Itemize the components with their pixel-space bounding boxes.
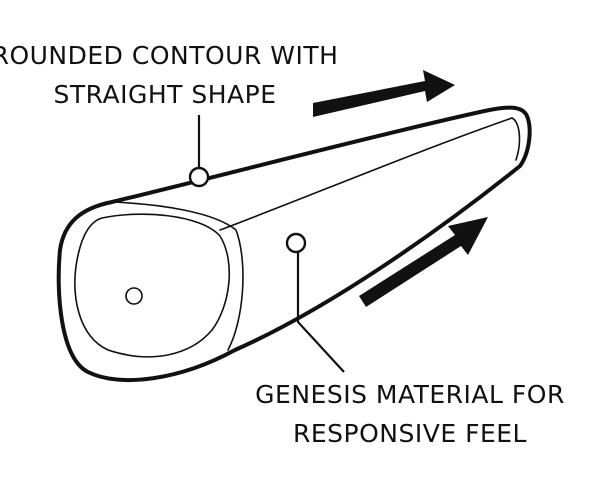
tip-end-face — [511, 117, 521, 161]
leader-bottom — [285, 232, 345, 373]
callout-bottom: GENESIS MATERIAL FOR RESPONSIVE FEEL — [255, 380, 565, 448]
butt-end-rim — [111, 201, 244, 351]
grip-illustration — [56, 105, 532, 383]
arrow-upper-icon — [313, 70, 455, 117]
butt-end-face — [74, 213, 231, 358]
arrow-lower — [359, 217, 488, 307]
callout-top-line-2: STRAIGHT SHAPE — [53, 80, 276, 109]
leader-top — [188, 115, 210, 188]
arrow-upper — [313, 70, 455, 117]
leader-bottom-marker-icon — [285, 232, 307, 254]
body-crease-line — [219, 117, 513, 231]
callout-top: ROUNDED CONTOUR WITH STRAIGHT SHAPE — [0, 41, 338, 109]
callout-top-line-1: ROUNDED CONTOUR WITH — [0, 41, 338, 70]
leader-top-marker-icon — [188, 166, 210, 188]
grip-silhouette — [56, 105, 532, 383]
callout-bottom-line-1: GENESIS MATERIAL FOR — [255, 380, 565, 409]
callout-bottom-line-2: RESPONSIVE FEEL — [293, 419, 527, 448]
butt-hole-icon — [125, 287, 143, 305]
arrow-lower-icon — [359, 217, 488, 307]
leader-bottom-line — [296, 251, 345, 373]
